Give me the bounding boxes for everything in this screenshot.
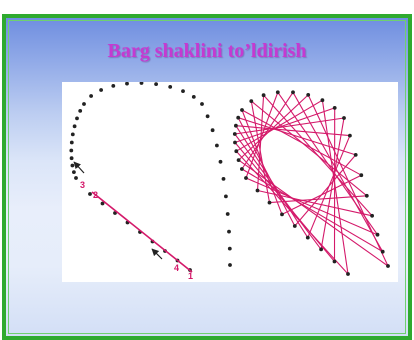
step-label-3: 3 [80,180,85,190]
thread-line [237,117,296,227]
outline-dot [306,93,311,97]
outline-dot [353,153,358,157]
outline-dot [100,201,105,206]
thread-line [238,159,389,267]
outline-dot [346,272,350,276]
outline-dot [210,128,215,133]
outline-dot [70,163,75,168]
outline-dot [70,132,75,137]
outline-dot [342,116,346,120]
arrow-up-left-icon [73,161,85,174]
outline-dot [291,90,295,95]
outline-dot [82,102,86,106]
previous-text-fragment [0,0,414,14]
thread-line [238,117,356,156]
thread-line [320,117,345,250]
outline-dot [69,156,74,161]
outline-dot [69,140,74,145]
outline-dot [234,123,238,128]
outline-dot [74,176,78,180]
outline-dot [99,88,103,92]
thread-line [235,125,309,238]
outline-dot [255,188,260,193]
thread-line [238,94,309,161]
outline-dot [320,98,325,103]
outline-dot [332,106,337,110]
outline-dot [332,259,337,264]
arrow-up-left-icon [151,248,163,260]
outline-dot [225,212,230,216]
leaf-string-art-illustration: 3 2 4 1 [62,82,398,282]
thread-line [241,91,294,170]
outline-dot [292,224,297,228]
step-label-1: 1 [188,271,193,281]
outline-dot [218,159,223,164]
outline-dot [375,232,380,237]
thread-line [234,107,335,144]
outline-dot [236,158,241,162]
thread-line [321,100,349,275]
thread-line [294,154,357,227]
outline-dot [233,140,237,145]
outline-dot [240,108,244,112]
slide-title: Barg shaklini to’ldirish [107,40,307,62]
right-leaf-dot-outline [232,90,390,276]
outline-dot [227,246,232,251]
thread-line [241,168,383,253]
step-label-2: 2 [93,190,98,200]
outline-dot [359,173,364,178]
outline-dot [244,176,248,180]
outline-dot [386,264,390,268]
outline-dot [232,132,237,136]
left-leaf-dot-outline [69,82,232,272]
outline-dot [168,85,173,89]
outline-dot [191,95,196,99]
outline-dot [154,82,158,86]
outline-dot [267,200,272,205]
outline-dot [280,212,284,217]
outline-dot [319,247,323,252]
outline-dot [88,192,92,196]
thread-line [236,99,323,152]
step-label-4: 4 [174,263,179,273]
outline-dot [370,213,374,218]
outline-dot [205,114,210,119]
outline-dot [261,93,266,98]
outline-dot [139,82,144,85]
outline-dot [348,133,352,138]
outline-dot [75,116,79,121]
left-thread-line [91,191,193,273]
outline-dot [181,89,185,93]
thread-line [235,125,350,137]
outline-dot [221,177,226,181]
outline-dot [72,170,76,174]
outline-dot [234,149,239,154]
outline-dot [215,143,219,148]
outline-dot [111,84,116,88]
outline-dot [305,235,310,240]
thread-line [250,100,368,197]
outline-dot [89,94,93,98]
outline-dot [78,109,83,113]
thread-line [307,135,351,238]
outline-dot [240,167,244,171]
thread-line [245,92,279,179]
right-leaf-thread-web [234,91,389,275]
outline-dot [228,263,232,267]
outline-dot [72,124,77,129]
outline-dot [125,82,129,86]
outline-dot [224,194,228,199]
outline-dot [275,90,280,95]
outline-dot [69,148,74,153]
outline-dot [380,249,385,254]
outline-dot [364,193,369,198]
outline-dot [227,229,231,234]
leaf-diagram: 3 2 4 1 [69,82,390,281]
outline-dot [249,99,254,103]
outline-dot [236,115,241,120]
outline-dot [200,102,204,106]
thread-line [234,117,345,135]
thread-line [250,101,271,203]
